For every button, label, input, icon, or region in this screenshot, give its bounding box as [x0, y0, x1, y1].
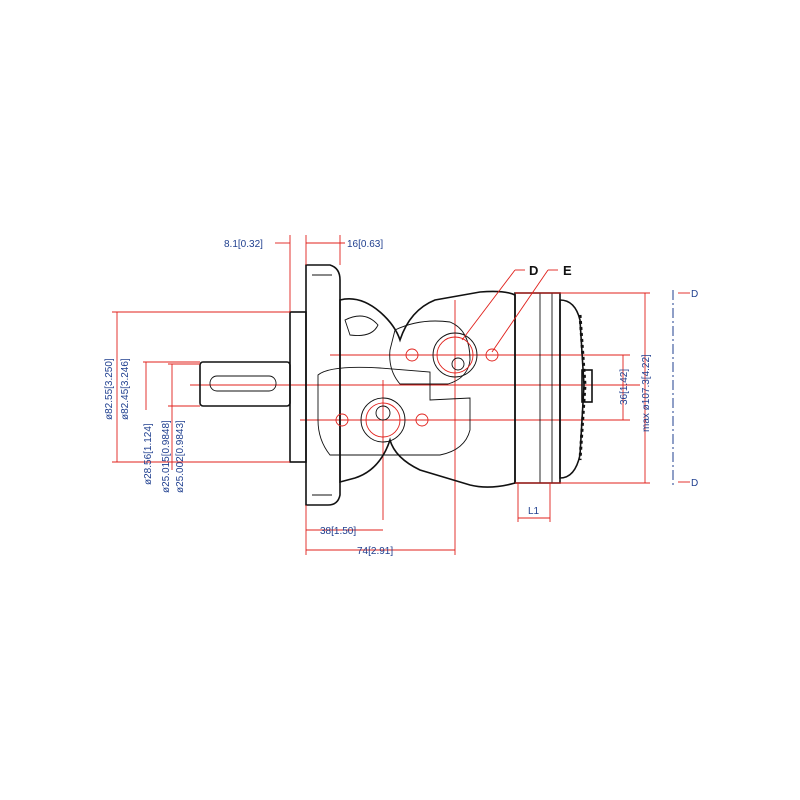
end-cap [559, 299, 585, 479]
center-lines [190, 300, 640, 555]
dim-pilot-dia-max: ø82.55[3.250] [104, 358, 115, 420]
dim-shaft-key: ø28.56[1.124] [143, 423, 154, 485]
dim-l1: L1 [528, 506, 540, 517]
end-cap-bolt [581, 369, 593, 403]
port-label-d: D [529, 263, 538, 278]
port-d-outer [432, 332, 478, 378]
dim-pilot-dia-min: ø82.45[3.246] [120, 358, 131, 420]
dim-shaft-dia-min: ø25.002[0.9843] [175, 420, 186, 493]
mounting-hole [405, 348, 419, 362]
dim-port-offset-2: 74[2.91] [357, 546, 393, 557]
housing-body [339, 290, 516, 488]
port-e [365, 402, 401, 438]
ports [335, 332, 499, 443]
shaft [199, 361, 291, 407]
section-label-top: D [691, 289, 698, 300]
motor-outline [199, 264, 593, 506]
gerotor-section [514, 292, 561, 484]
dim-shaft-dia-max: ø25.015[0.9848] [161, 420, 172, 493]
dim-port-offset-1: 38[1.50] [320, 526, 356, 537]
dimension-lines [112, 235, 690, 555]
dim-port-spacing: 36[1.42] [619, 369, 630, 405]
dim-hub-length: 16[0.63] [347, 239, 383, 250]
mounting-hole [415, 413, 429, 427]
dim-max-diameter: max ø107.3[4.22] [641, 354, 652, 432]
section-label-bottom: D [691, 478, 698, 489]
mounting-hole [485, 348, 499, 362]
dim-flange-thickness: 8.1[0.32] [224, 239, 263, 250]
pilot-hub [289, 311, 307, 463]
port-label-e: E [563, 263, 572, 278]
mounting-hole [335, 413, 349, 427]
port-d [436, 336, 474, 374]
shaft-keyway [209, 375, 277, 392]
